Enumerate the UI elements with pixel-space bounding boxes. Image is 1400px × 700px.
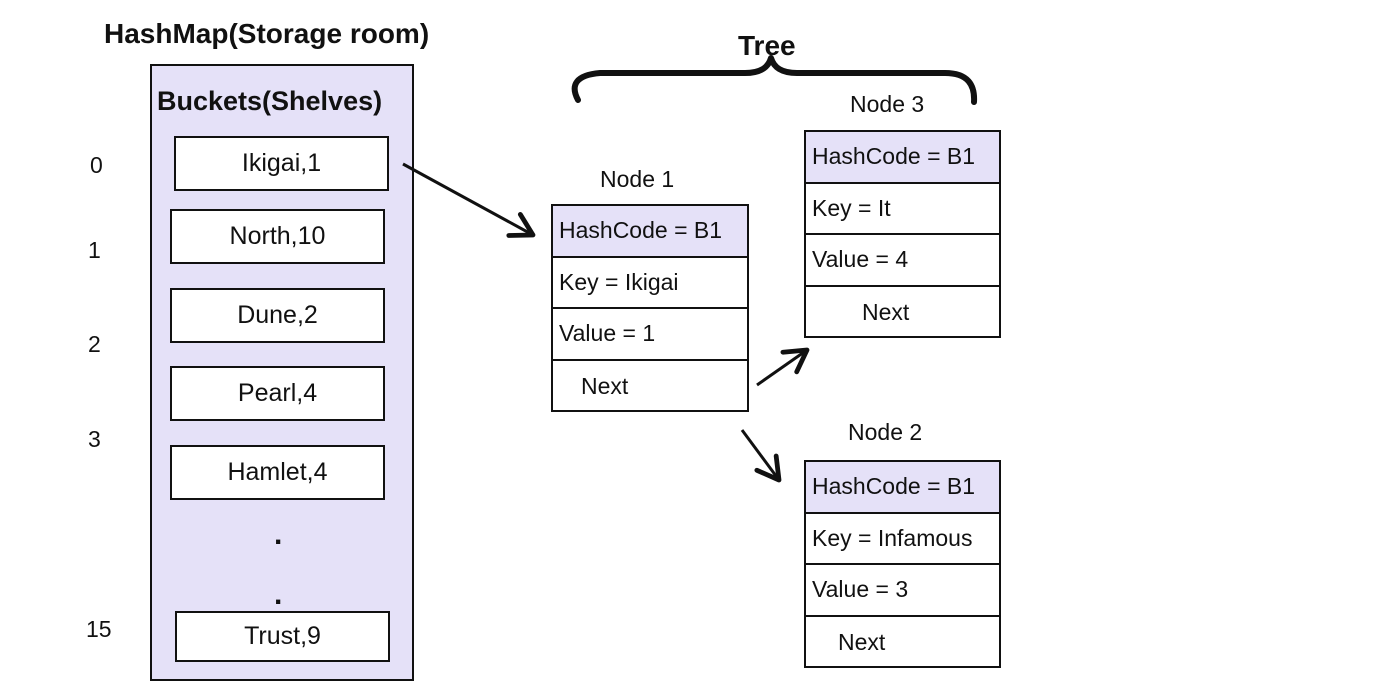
diagram-title: HashMap(Storage room) bbox=[104, 18, 430, 49]
bucket-index-15: 15 bbox=[86, 616, 112, 642]
ellipsis-dot: . bbox=[274, 518, 283, 551]
node-2-label: Node 2 bbox=[848, 419, 923, 445]
bucket-entry: Ikigai,1 bbox=[174, 136, 389, 191]
node-3-next: Next bbox=[862, 298, 910, 325]
node-1-next: Next bbox=[581, 372, 629, 399]
node-2-key: Key = Infamous bbox=[806, 514, 999, 565]
node-2-hashcode: HashCode = B1 bbox=[806, 462, 999, 514]
node-1-label: Node 1 bbox=[600, 166, 675, 192]
node-2: HashCode = B1 Key = Infamous Value = 3 N… bbox=[804, 460, 1001, 668]
node-3-value: Value = 4 bbox=[806, 235, 999, 287]
bucket-to-node-1-arrow bbox=[402, 162, 536, 238]
node-1-to-node-2-arrow bbox=[740, 429, 782, 483]
bucket-entry: Pearl,4 bbox=[170, 366, 385, 421]
tree-brace bbox=[571, 55, 978, 105]
bucket-index-1: 1 bbox=[88, 237, 101, 263]
node-2-next: Next bbox=[838, 628, 886, 655]
node-1-to-node-3-arrow bbox=[756, 347, 810, 387]
node-1-key: Key = Ikigai bbox=[553, 258, 747, 309]
bucket-entry: North,10 bbox=[170, 209, 385, 264]
node-3-label: Node 3 bbox=[850, 91, 925, 117]
buckets-label: Buckets(Shelves) bbox=[157, 86, 383, 116]
bucket-index-2: 2 bbox=[88, 331, 101, 357]
node-1-value: Value = 1 bbox=[553, 309, 747, 361]
node-1-hashcode: HashCode = B1 bbox=[553, 206, 747, 258]
bucket-index-0: 0 bbox=[90, 152, 103, 178]
tree-label: Tree bbox=[738, 30, 796, 61]
node-3: HashCode = B1 Key = It Value = 4 Next bbox=[804, 130, 1001, 338]
node-2-value: Value = 3 bbox=[806, 565, 999, 617]
bucket-entry: Trust,9 bbox=[175, 611, 390, 662]
node-3-key: Key = It bbox=[806, 184, 999, 235]
bucket-entry: Dune,2 bbox=[170, 288, 385, 343]
bucket-entry: Hamlet,4 bbox=[170, 445, 385, 500]
node-1: HashCode = B1 Key = Ikigai Value = 1 Nex… bbox=[551, 204, 749, 412]
node-3-hashcode: HashCode = B1 bbox=[806, 132, 999, 184]
ellipsis-dot: . bbox=[274, 578, 283, 611]
bucket-index-3: 3 bbox=[88, 426, 101, 452]
